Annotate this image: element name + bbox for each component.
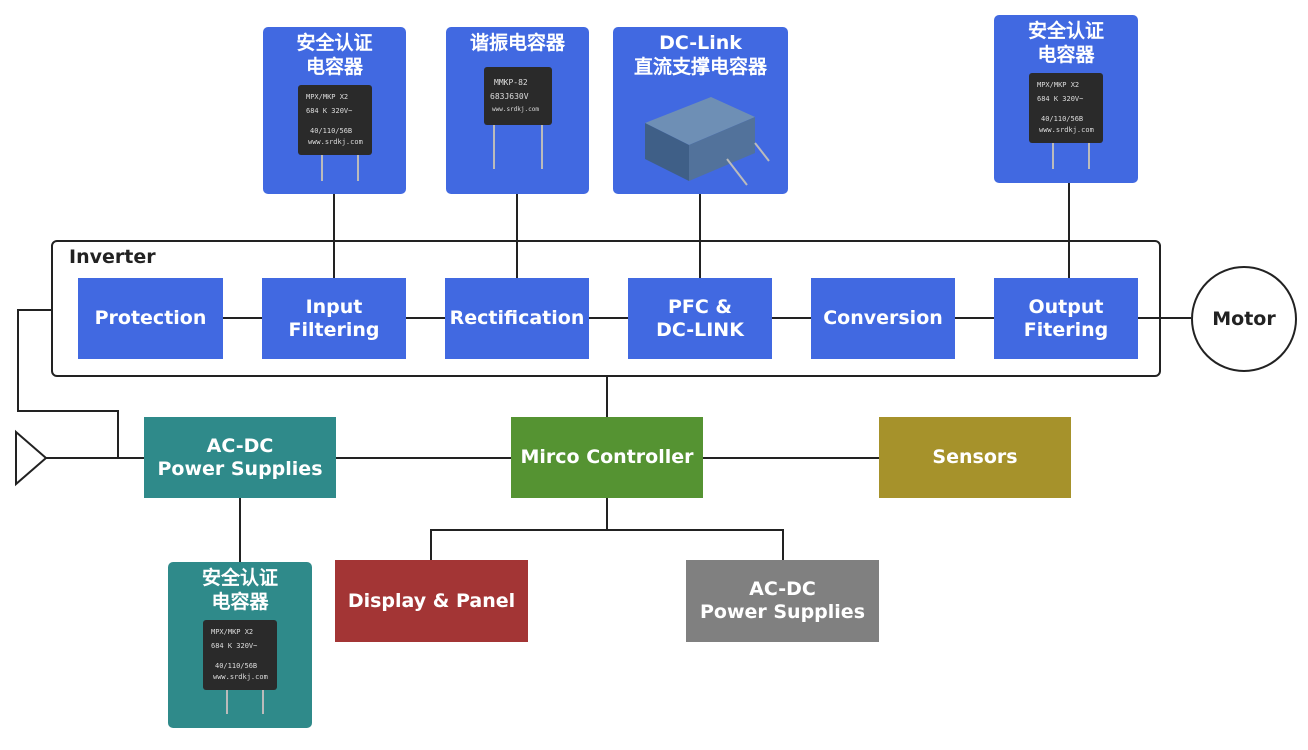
marking-text: MPX/MKP X2 xyxy=(306,93,348,101)
safety-capacitor-image: MPX/MKP X2 684 K 320V~ 40/110/56B www.sr… xyxy=(1029,73,1103,169)
safety-capacitor-image: MPX/MKP X2 684 K 320V~ 40/110/56B www.sr… xyxy=(203,620,277,714)
dc-link-capacitor-image xyxy=(644,97,770,186)
sensors-block[interactable]: Sensors xyxy=(879,417,1071,498)
marking-text: MPX/MKP X2 xyxy=(1037,81,1079,89)
stage-input-filtering[interactable]: Input Filtering xyxy=(262,278,406,359)
marking-text: 684 K 320V~ xyxy=(1037,95,1083,103)
micro-controller-block[interactable]: Mirco Controller xyxy=(511,417,703,498)
marking-text: 683J630V xyxy=(490,92,529,101)
capacitor-title: 安全认证 电容器 xyxy=(201,567,278,613)
stage-pfc-dc-link[interactable]: PFC & DC-LINK xyxy=(628,278,772,359)
marking-text: MMKP-82 xyxy=(494,78,528,87)
marking-text: 40/110/56B xyxy=(310,127,352,135)
acdc-power-supply-block[interactable]: AC-DC Power Supplies xyxy=(144,417,336,498)
capacitor-card-safety-input[interactable]: 安全认证 电容器 MPX/MKP X2 684 K 320V~ 40/110/5… xyxy=(263,27,406,194)
marking-text: MPX/MKP X2 xyxy=(211,628,253,636)
motor-node[interactable]: Motor xyxy=(1191,266,1297,372)
marking-text: www.srdkj.com xyxy=(492,106,539,113)
marking-text: 684 K 320V~ xyxy=(211,642,257,650)
inverter-label: Inverter xyxy=(69,246,156,268)
marking-text: www.srdkj.com xyxy=(1039,126,1094,134)
capacitor-card-resonant[interactable]: 谐振电容器 MMKP-82 683J630V www.srdkj.com xyxy=(446,27,589,194)
inverter-frame xyxy=(51,240,1161,377)
acdc-power-supply-block-bottom[interactable]: AC-DC Power Supplies xyxy=(686,560,879,642)
capacitor-card-safety-acdc[interactable]: 安全认证 电容器 MPX/MKP X2 684 K 320V~ 40/110/5… xyxy=(168,562,312,728)
resonant-capacitor-image: MMKP-82 683J630V www.srdkj.com xyxy=(483,67,552,169)
stage-rectification[interactable]: Rectification xyxy=(445,278,589,359)
stage-protection[interactable]: Protection xyxy=(78,278,223,359)
capacitor-title: 安全认证 电容器 xyxy=(1027,20,1104,66)
marking-text: 40/110/56B xyxy=(215,662,257,670)
ac-source-icon xyxy=(15,429,48,487)
capacitor-title: 谐振电容器 xyxy=(469,32,565,54)
marking-text: www.srdkj.com xyxy=(213,673,268,681)
stage-conversion[interactable]: Conversion xyxy=(811,278,955,359)
marking-text: 684 K 320V~ xyxy=(306,107,352,115)
marking-text: 40/110/56B xyxy=(1041,115,1083,123)
stage-output-filtering[interactable]: Output Fitering xyxy=(994,278,1138,359)
capacitor-card-safety-output[interactable]: 安全认证 电容器 MPX/MKP X2 684 K 320V~ 40/110/5… xyxy=(994,15,1138,183)
capacitor-card-dc-link[interactable]: DC-Link 直流支撑电容器 xyxy=(613,27,788,194)
capacitor-title: DC-Link 直流支撑电容器 xyxy=(633,32,767,78)
safety-capacitor-image: MPX/MKP X2 684 K 320V~ 40/110/56B www.sr… xyxy=(297,85,372,181)
marking-text: www.srdkj.com xyxy=(308,138,363,146)
capacitor-title: 安全认证 电容器 xyxy=(296,32,373,78)
display-panel-block[interactable]: Display & Panel xyxy=(335,560,528,642)
